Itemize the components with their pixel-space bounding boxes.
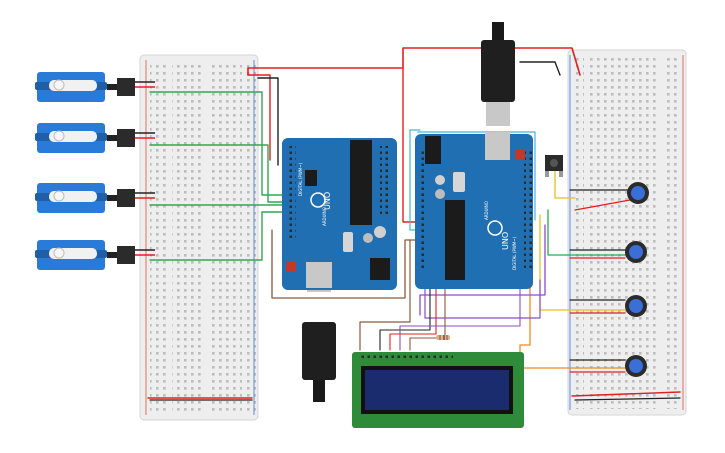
lcd-16x2	[352, 352, 524, 428]
uno-label-left: UNO	[323, 192, 332, 210]
servo-4	[35, 240, 155, 270]
digital-header-label-left: DIGITAL (PWM~)	[298, 162, 303, 196]
arduino-logo-text-left: ARDUINO	[322, 207, 327, 226]
potentiometer-4	[625, 355, 647, 377]
potentiometer-3	[625, 295, 647, 317]
servo-2	[35, 123, 155, 153]
servo-1	[35, 72, 155, 102]
pushbutton	[545, 155, 563, 177]
arduino-logo-text-right: ARDUINO	[484, 201, 489, 220]
wires	[147, 47, 681, 401]
breadboard-left	[139, 54, 259, 421]
servo-3	[35, 183, 155, 213]
uno-label-right: UNO	[501, 232, 510, 250]
potentiometer-1	[627, 182, 649, 204]
resistor	[436, 335, 450, 340]
digital-header-label-right: DIGITAL (PWM~)	[512, 236, 517, 270]
breadboard-right	[567, 49, 687, 416]
usb-cable-top	[481, 22, 515, 126]
arduino-left: UNO DIGITAL (PWM~) ARDUINO	[282, 138, 397, 290]
potentiometer-2	[625, 241, 647, 263]
arduino-right: UNO DIGITAL (PWM~) ARDUINO	[415, 132, 533, 289]
